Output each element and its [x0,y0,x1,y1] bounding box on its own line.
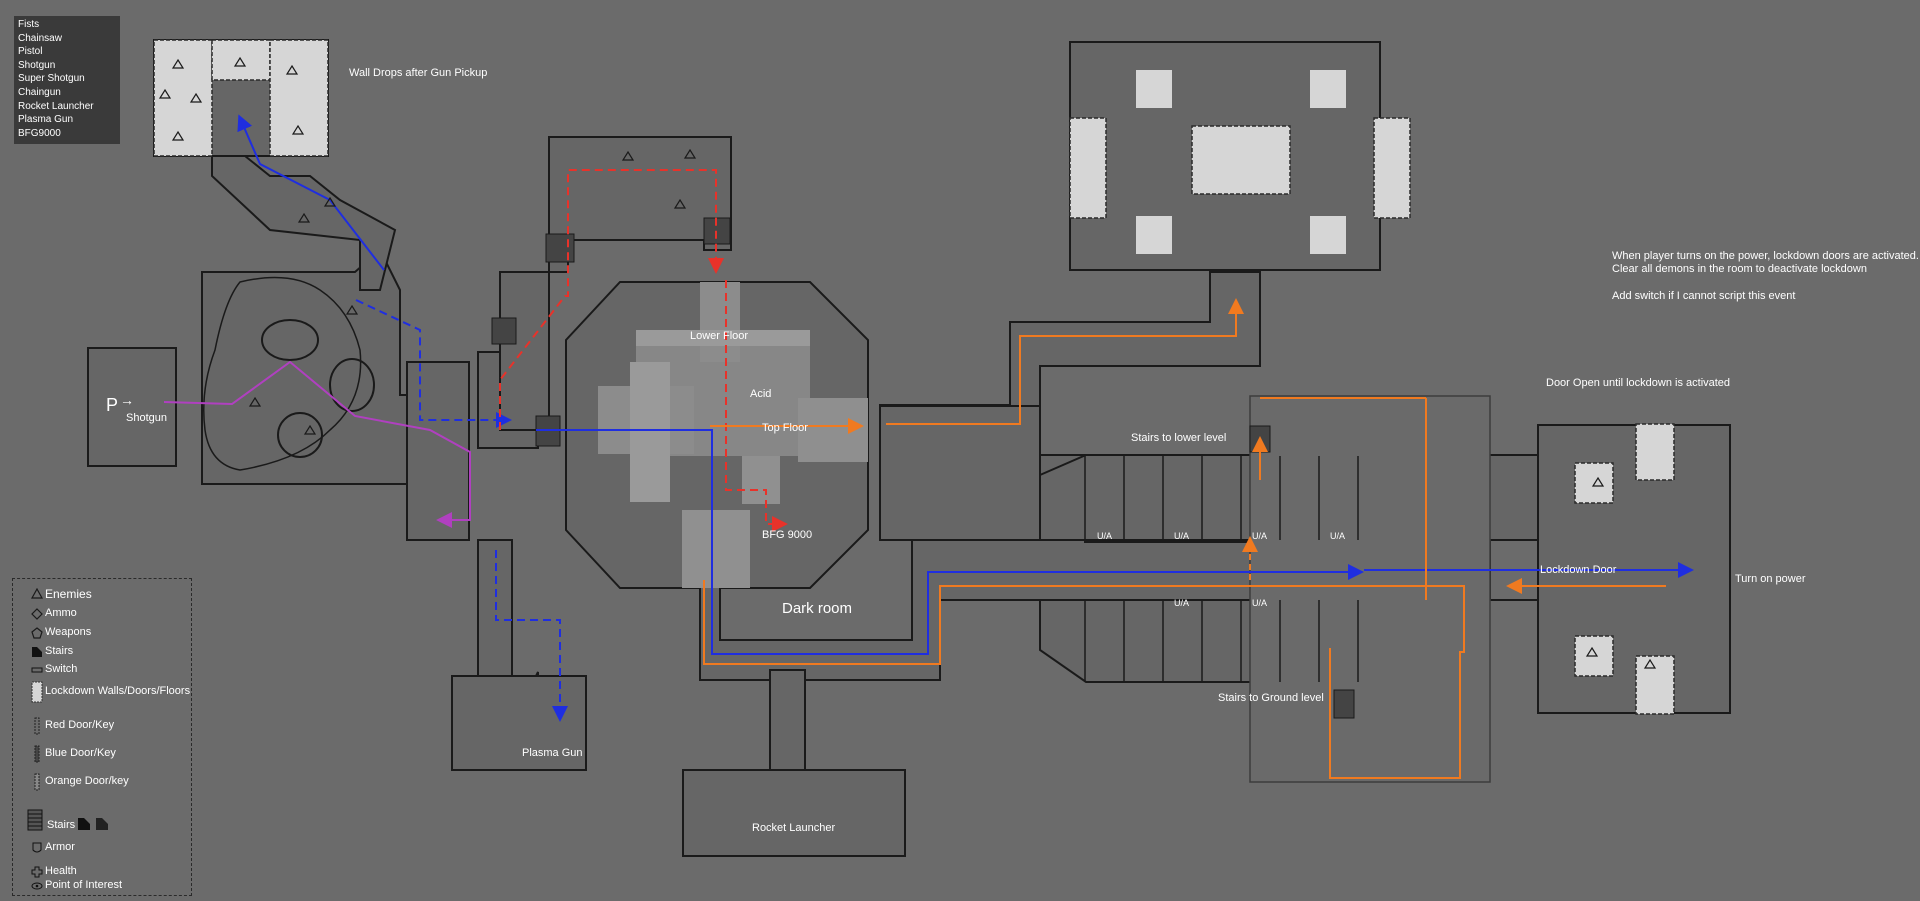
label-ua: U/A [1252,531,1268,541]
room-plasma [451,675,587,771]
blue-door-icon [31,745,43,763]
legend-stairs2: Stairs [47,819,76,831]
label-ua: U/A [1097,531,1113,541]
arrow-right-icon: → [120,392,134,408]
player-start-marker: P [106,395,119,415]
legend-ammo: Ammo [45,607,77,619]
label-ua: U/A [1252,598,1268,608]
label-turn-on-power: Turn on power [1735,573,1806,585]
lockdown-icon [31,681,43,703]
label-rocket-launcher: Rocket Launcher [752,822,836,834]
stairs-down-icon [95,817,108,830]
red-door-icon [31,717,43,735]
orange-door-icon [31,773,43,791]
label-stairs-ground: Stairs to Ground level [1218,692,1324,704]
room-rocket-launcher [682,769,906,857]
legend-enemies: Enemies [45,587,92,601]
weapon-item: Chaingun [18,86,61,98]
label-dark-room: Dark room [782,600,853,617]
weapon-item: Fists [18,19,40,30]
path-blue-south [495,550,568,722]
legend-lockdown: Lockdown Walls/Doors/Floors [45,685,191,697]
legend-orange-door: Orange Door/key [45,775,129,787]
room-spawn [87,347,177,467]
health-icon [31,865,43,878]
path-red [499,169,724,430]
path-orange-3 [703,580,1465,779]
stairs-block-icon [27,809,43,831]
legend-health: Health [45,865,77,877]
weapon-icon [31,626,43,639]
weapon-item: Rocket Launcher [18,100,94,112]
legend-stairs: Stairs [45,645,74,657]
stairs-up-icon [77,817,90,830]
path-red-2 [725,280,788,532]
path-blue-top [237,114,385,271]
note-line2: Clear all demons in the room to deactiva… [1612,263,1867,275]
weapon-item: Chainsaw [18,32,62,44]
weapon-item: Plasma Gun [18,114,74,126]
enemy-icon [30,587,44,599]
enemy-markers [158,56,1657,669]
lockdown-blocks [153,39,1675,715]
stairs-icon [31,645,43,657]
legend-red-door: Red Door/Key [45,719,115,731]
label-top-floor: Top Floor [762,422,808,434]
label-wall-drops: Wall Drops after Gun Pickup [349,67,488,79]
weapons-list-panel: Fists Chainsaw Pistol Shotgun Super Shot… [14,16,120,144]
label-lockdown-door: Lockdown Door [1540,564,1617,576]
path-orange-2 [886,298,1244,425]
map-legend: Enemies Ammo Weapons Stairs Switch Lockd… [12,578,192,896]
legend-switch: Switch [45,663,78,675]
legend-poi: Point of Interest [45,879,123,891]
legend-armor: Armor [45,841,75,853]
weapon-item: Shotgun [18,59,56,71]
switch-icon [31,663,43,675]
label-acid: Acid [750,388,772,400]
path-blue-main [536,429,1364,655]
armor-icon [31,841,43,853]
label-bfg: BFG 9000 [762,529,813,541]
ammo-icon [31,607,43,620]
label-plasma-gun: Plasma Gun [522,747,583,759]
central-floors [598,282,868,588]
label-shotgun: Shotgun [126,412,167,424]
note-line3: Add switch if I cannot script this event [1612,290,1796,302]
label-stairs-lower: Stairs to lower level [1131,432,1227,444]
weapon-item: BFG9000 [18,127,61,139]
label-ua: U/A [1174,598,1190,608]
label-ua: U/A [1330,531,1346,541]
weapon-item: Pistol [18,46,43,58]
legend-blue-door: Blue Door/Key [45,747,116,759]
label-ua: U/A [1174,531,1190,541]
label-lower-floor: Lower Floor [690,330,749,342]
note-line1: When player turns on the power, lockdown… [1612,250,1919,262]
legend-weapons: Weapons [45,626,92,638]
weapon-item: Super Shotgun [18,73,85,85]
label-door-open: Door Open until lockdown is activated [1546,377,1731,389]
path-purple [163,360,471,528]
eye-icon [31,879,43,891]
